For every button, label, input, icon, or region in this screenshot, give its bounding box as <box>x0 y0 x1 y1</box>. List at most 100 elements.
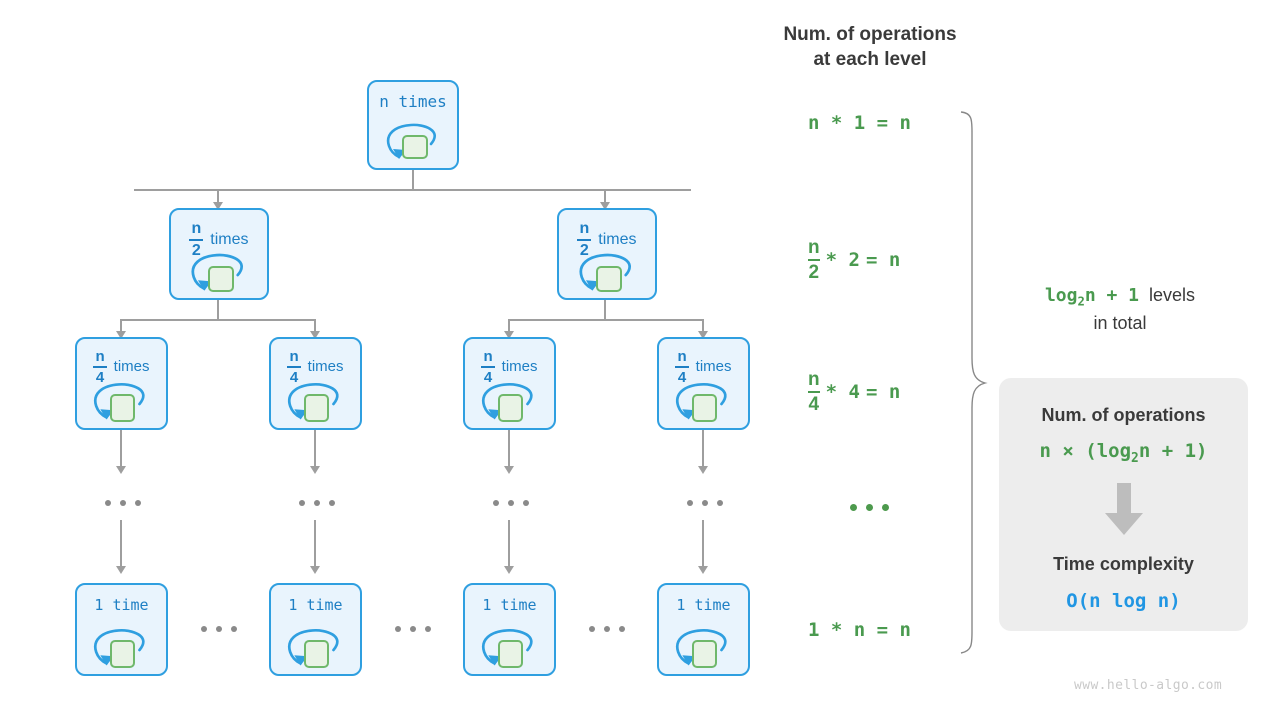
connector-dots-to-leaf-b <box>314 520 316 570</box>
operation-unit-icon <box>596 266 622 292</box>
tree-node-level3-d: n 4 times <box>657 337 750 430</box>
operation-unit-icon <box>208 266 234 292</box>
connector-level1-bar <box>134 189 691 191</box>
connector-root-stem <box>412 170 414 190</box>
tree-ellipsis-c <box>493 500 529 506</box>
tree-node-level2-right-label: n 2 times <box>577 220 637 259</box>
connector-l2l-stem <box>217 300 219 320</box>
tree-node-leaf-c: 1 time <box>463 583 556 676</box>
connector-l2l-bar <box>120 319 316 321</box>
tree-node-level1: n times <box>367 80 459 170</box>
site-watermark: www.hello-algo.com <box>1074 678 1223 693</box>
summary-complexity-value: O(n log n) <box>1066 590 1181 612</box>
summary-operations-formula: n × (log2n + 1) <box>1039 440 1208 466</box>
connector-l3b-to-dots <box>314 430 316 470</box>
tree-node-level3-c: n 4 times <box>463 337 556 430</box>
level3-eq: = n <box>865 380 901 403</box>
tree-node-level2-right: n 2 times <box>557 208 657 300</box>
tree-node-leaf-d: 1 time <box>657 583 750 676</box>
operation-unit-icon <box>692 640 717 668</box>
tree-ellipsis-d <box>687 500 723 506</box>
tree-node-leaf-d-label: 1 time <box>676 596 731 614</box>
levels-note-word: levels <box>1149 285 1196 305</box>
tree-node-leaf-a-label: 1 time <box>94 596 149 614</box>
down-arrow-icon <box>1105 483 1143 535</box>
level4-operations-ellipsis <box>850 504 889 511</box>
tree-ellipsis-a <box>105 500 141 506</box>
tree-node-level2-left-label: n 2 times <box>189 220 249 259</box>
operation-unit-icon <box>110 394 135 422</box>
connector-l3d-to-dots <box>702 430 704 470</box>
operation-unit-icon <box>304 394 329 422</box>
levels-formula: log2n + 1 <box>1044 285 1140 309</box>
level2-eq: = n <box>865 248 901 271</box>
level2-operations-formula: n 2 * 2 = n <box>808 238 900 282</box>
tree-node-level3-b: n 4 times <box>269 337 362 430</box>
level2-mul: * 2 <box>825 248 860 271</box>
arrowhead-leaf-b <box>310 566 320 574</box>
arrowhead-l3c-dots <box>504 466 514 474</box>
arrowhead-leaf-d <box>698 566 708 574</box>
fraction-n-over-4: n 4 <box>287 348 301 386</box>
connector-level2-right-drop <box>604 189 606 206</box>
connector-l3d-drop <box>702 319 704 335</box>
tree-node-level2-left: n 2 times <box>169 208 269 300</box>
arrowhead-level2-right <box>600 202 610 210</box>
connector-l3c-to-dots <box>508 430 510 470</box>
tree-node-leaf-a: 1 time <box>75 583 168 676</box>
fraction-n-over-4: n 4 <box>808 369 820 415</box>
fraction-n-over-2: n 2 <box>189 220 204 259</box>
connector-l3a-to-dots <box>120 430 122 470</box>
leaf-ellipsis-2 <box>395 626 431 632</box>
connector-dots-to-leaf-a <box>120 520 122 570</box>
fraction-n-over-4: n 4 <box>93 348 107 386</box>
leaf-ellipsis-1 <box>201 626 237 632</box>
tree-node-level3-c-label: n 4 times <box>481 348 538 386</box>
fraction-n-over-4: n 4 <box>481 348 495 386</box>
arrowhead-l3a-dots <box>116 466 126 474</box>
arrowhead-l3d <box>698 331 708 339</box>
connector-l3a-drop <box>120 319 122 335</box>
arrowhead-l3b-dots <box>310 466 320 474</box>
fraction-n-over-4: n 4 <box>675 348 689 386</box>
operation-unit-icon <box>110 640 135 668</box>
summary-complexity-title: Time complexity <box>1053 554 1194 574</box>
operation-unit-icon <box>402 135 428 159</box>
levels-brace <box>960 111 988 654</box>
connector-l3c-drop <box>508 319 510 335</box>
arrowhead-level2-left <box>213 202 223 210</box>
operation-unit-icon <box>692 394 717 422</box>
summary-card: Num. of operations n × (log2n + 1) Time … <box>999 378 1248 631</box>
operation-unit-icon <box>498 394 523 422</box>
tree-node-leaf-b: 1 time <box>269 583 362 676</box>
leaf-ellipsis-3 <box>589 626 625 632</box>
arrowhead-l3b <box>310 331 320 339</box>
arrowhead-l3a <box>116 331 126 339</box>
tree-ellipsis-b <box>299 500 335 506</box>
fraction-n-over-2: n 2 <box>577 220 592 259</box>
level3-mul: * 4 <box>825 380 860 403</box>
tree-node-level3-b-label: n 4 times <box>287 348 344 386</box>
operations-header-line1: Num. of operations <box>783 24 957 45</box>
arrowhead-leaf-a <box>116 566 126 574</box>
tree-node-level3-a-label: n 4 times <box>93 348 150 386</box>
operations-header-line2: at each level <box>813 49 927 71</box>
connector-dots-to-leaf-d <box>702 520 704 570</box>
connector-dots-to-leaf-c <box>508 520 510 570</box>
tree-node-level3-a: n 4 times <box>75 337 168 430</box>
operation-unit-icon <box>498 640 523 668</box>
tree-node-level1-label: n times <box>379 92 447 111</box>
level5-operations-formula: 1 * n = n <box>808 619 911 641</box>
operations-column-header: Num. of operations at each level <box>755 22 985 72</box>
level1-operations-formula: n * 1 = n <box>808 112 911 134</box>
levels-note-line2: in total <box>1093 312 1147 333</box>
levels-total-note: log2n + 1 levels in total <box>1000 283 1240 337</box>
tree-node-leaf-c-label: 1 time <box>482 596 537 614</box>
levels-note-line1: log2n + 1 levels <box>1000 283 1240 311</box>
connector-level2-left-drop <box>217 189 219 206</box>
operation-unit-icon <box>304 640 329 668</box>
fraction-n-over-2: n 2 <box>808 237 820 283</box>
connector-l2r-stem <box>604 300 606 320</box>
tree-node-leaf-b-label: 1 time <box>288 596 343 614</box>
